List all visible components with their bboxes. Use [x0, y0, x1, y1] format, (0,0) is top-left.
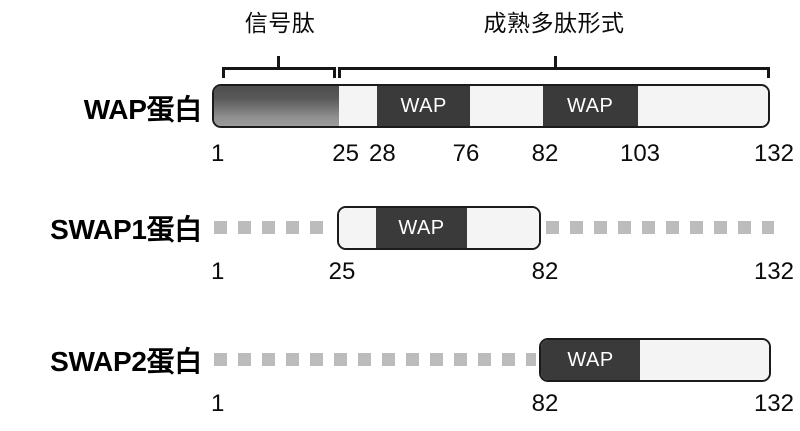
tick-label-swap1-82: 82 [531, 258, 559, 285]
tick-label-swap1-1: 1 [211, 258, 225, 285]
segment-linker-76-82 [467, 208, 539, 248]
protein-name-swap2: SWAP2蛋白 [50, 346, 202, 377]
section-label-mature-peptide: 成熟多肽形式 [483, 10, 625, 36]
tick-label-swap1-132: 132 [753, 258, 794, 285]
tick-label-swap2-82: 82 [531, 390, 559, 417]
segment-wap-domain-1: WAP [377, 86, 470, 126]
bracket-bar [338, 67, 770, 70]
bracket-signal-peptide [222, 56, 336, 78]
segment-signal-peptide [214, 86, 340, 126]
tick-label-wap-28: 28 [369, 140, 396, 167]
tick-label-wap-1: 1 [211, 140, 225, 167]
tick-label-wap-82: 82 [531, 140, 559, 167]
bracket-leg-left [222, 67, 225, 78]
segment-linker-103-132 [640, 340, 769, 380]
tick-label-swap2-132: 132 [753, 390, 794, 417]
protein-track-swap2: WAP [539, 338, 771, 382]
deleted-region-swap1-left [214, 221, 334, 234]
tick-label-swap2-1: 1 [211, 390, 225, 417]
deleted-region-swap1-right [546, 221, 774, 234]
protein-track-swap1: WAP [337, 206, 541, 250]
segment-wap-domain-2: WAP [542, 86, 638, 126]
tick-label-wap-132: 132 [753, 140, 794, 167]
bracket-leg-left [338, 67, 341, 78]
bracket-mature-peptide [338, 56, 770, 78]
deleted-region-swap2-left [214, 353, 536, 366]
segment-linker-76-82 [469, 86, 543, 126]
tick-label-wap-76: 76 [452, 140, 480, 167]
bracket-bar [222, 67, 336, 70]
section-label-signal-peptide: 信号肽 [244, 10, 316, 36]
tick-label-wap-25: 25 [332, 140, 359, 167]
segment-linker-25-28 [339, 86, 378, 126]
protein-name-wap: WAP蛋白 [83, 94, 203, 125]
segment-linker-103-132 [637, 86, 768, 126]
segment-linker-25-28 [339, 208, 376, 248]
segment-wap-domain-1: WAP [376, 208, 467, 248]
segment-wap-domain-1: WAP [541, 340, 641, 380]
protein-name-swap1: SWAP1蛋白 [50, 214, 202, 245]
tick-label-swap1-25: 25 [328, 258, 356, 285]
bracket-center-tick [554, 56, 557, 68]
tick-label-wap-103: 103 [619, 140, 661, 167]
protein-track-wap: WAP WAP [212, 84, 770, 128]
bracket-center-tick [277, 56, 280, 68]
bracket-leg-right [333, 67, 336, 78]
bracket-leg-right [767, 67, 770, 78]
